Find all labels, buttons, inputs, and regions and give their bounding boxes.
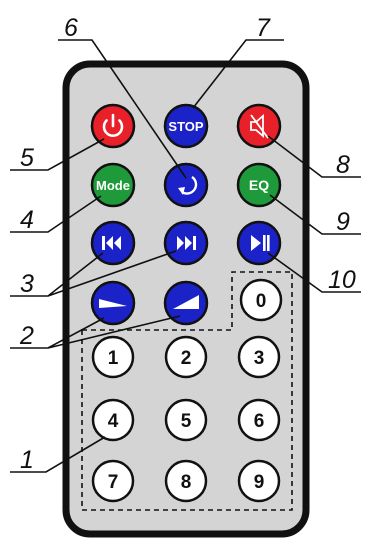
callout-leader-6 bbox=[58, 39, 187, 179]
callout-number-8: 8 bbox=[336, 151, 350, 179]
previous-track-icon bbox=[102, 236, 121, 250]
volume-down-button[interactable] bbox=[90, 280, 136, 326]
callout-number-3: 3 bbox=[20, 270, 34, 298]
stop-button-label: STOP bbox=[168, 119, 203, 134]
callout-leader-4 bbox=[10, 195, 102, 233]
digit-label-8: 8 bbox=[181, 472, 192, 493]
digit-button-2[interactable]: 2 bbox=[164, 335, 208, 379]
callout-leader-5 bbox=[10, 138, 105, 171]
callout-leader-10 bbox=[267, 252, 361, 293]
digit-button-6[interactable]: 6 bbox=[237, 398, 281, 442]
mode-button-label: Mode bbox=[96, 178, 130, 193]
digit-label-0: 0 bbox=[256, 291, 267, 312]
digit-label-2: 2 bbox=[181, 348, 192, 369]
digit-label-1: 1 bbox=[108, 348, 119, 369]
eq-button[interactable]: EQ bbox=[236, 162, 282, 208]
digit-button-3[interactable]: 3 bbox=[237, 335, 281, 379]
callout-leader-9 bbox=[269, 194, 361, 235]
power-icon bbox=[102, 113, 124, 137]
digit-group-outline bbox=[81, 271, 293, 511]
digit-button-4[interactable]: 4 bbox=[91, 398, 135, 442]
repeat-button[interactable] bbox=[163, 162, 209, 208]
next-track-button[interactable] bbox=[163, 220, 209, 266]
digit-label-4: 4 bbox=[108, 411, 119, 432]
digit-button-1[interactable]: 1 bbox=[91, 335, 135, 379]
digit-button-5[interactable]: 5 bbox=[164, 398, 208, 442]
power-button[interactable] bbox=[90, 103, 136, 149]
callout-number-9: 9 bbox=[336, 208, 350, 236]
callout-number-10: 10 bbox=[328, 266, 356, 294]
digit-button-0[interactable]: 0 bbox=[239, 278, 283, 322]
volume-up-icon bbox=[173, 295, 199, 309]
callout-number-7: 7 bbox=[256, 14, 271, 42]
callout-leader-3 bbox=[10, 250, 177, 297]
stop-button[interactable]: STOP bbox=[163, 103, 209, 149]
callout-leader-7 bbox=[192, 39, 284, 109]
callout-number-4: 4 bbox=[20, 206, 34, 234]
eq-button-label: EQ bbox=[249, 177, 269, 193]
callout-number-2: 2 bbox=[19, 322, 34, 350]
previous-track-button[interactable] bbox=[90, 220, 136, 266]
callout-leader-2 bbox=[10, 315, 181, 349]
next-track-icon bbox=[177, 236, 196, 250]
digit-label-5: 5 bbox=[181, 411, 192, 432]
mute-icon bbox=[250, 114, 269, 139]
digit-button-7[interactable]: 7 bbox=[91, 459, 135, 503]
digit-button-9[interactable]: 9 bbox=[237, 459, 281, 503]
mode-button[interactable]: Mode bbox=[90, 162, 136, 208]
play-pause-icon bbox=[251, 235, 270, 251]
digit-label-7: 7 bbox=[108, 472, 119, 493]
digit-label-9: 9 bbox=[254, 472, 265, 493]
digit-button-8[interactable]: 8 bbox=[164, 459, 208, 503]
repeat-icon bbox=[178, 176, 198, 195]
callout-number-6: 6 bbox=[64, 14, 78, 42]
callout-number-5: 5 bbox=[20, 144, 34, 172]
volume-up-button[interactable] bbox=[163, 280, 209, 326]
digit-label-6: 6 bbox=[254, 411, 265, 432]
digit-label-3: 3 bbox=[254, 348, 265, 369]
callout-number-1: 1 bbox=[20, 446, 34, 474]
callout-leader-8 bbox=[267, 135, 361, 178]
callout-leaders bbox=[10, 39, 361, 473]
callout-leader-1 bbox=[10, 436, 106, 473]
volume-down-icon bbox=[99, 299, 127, 308]
